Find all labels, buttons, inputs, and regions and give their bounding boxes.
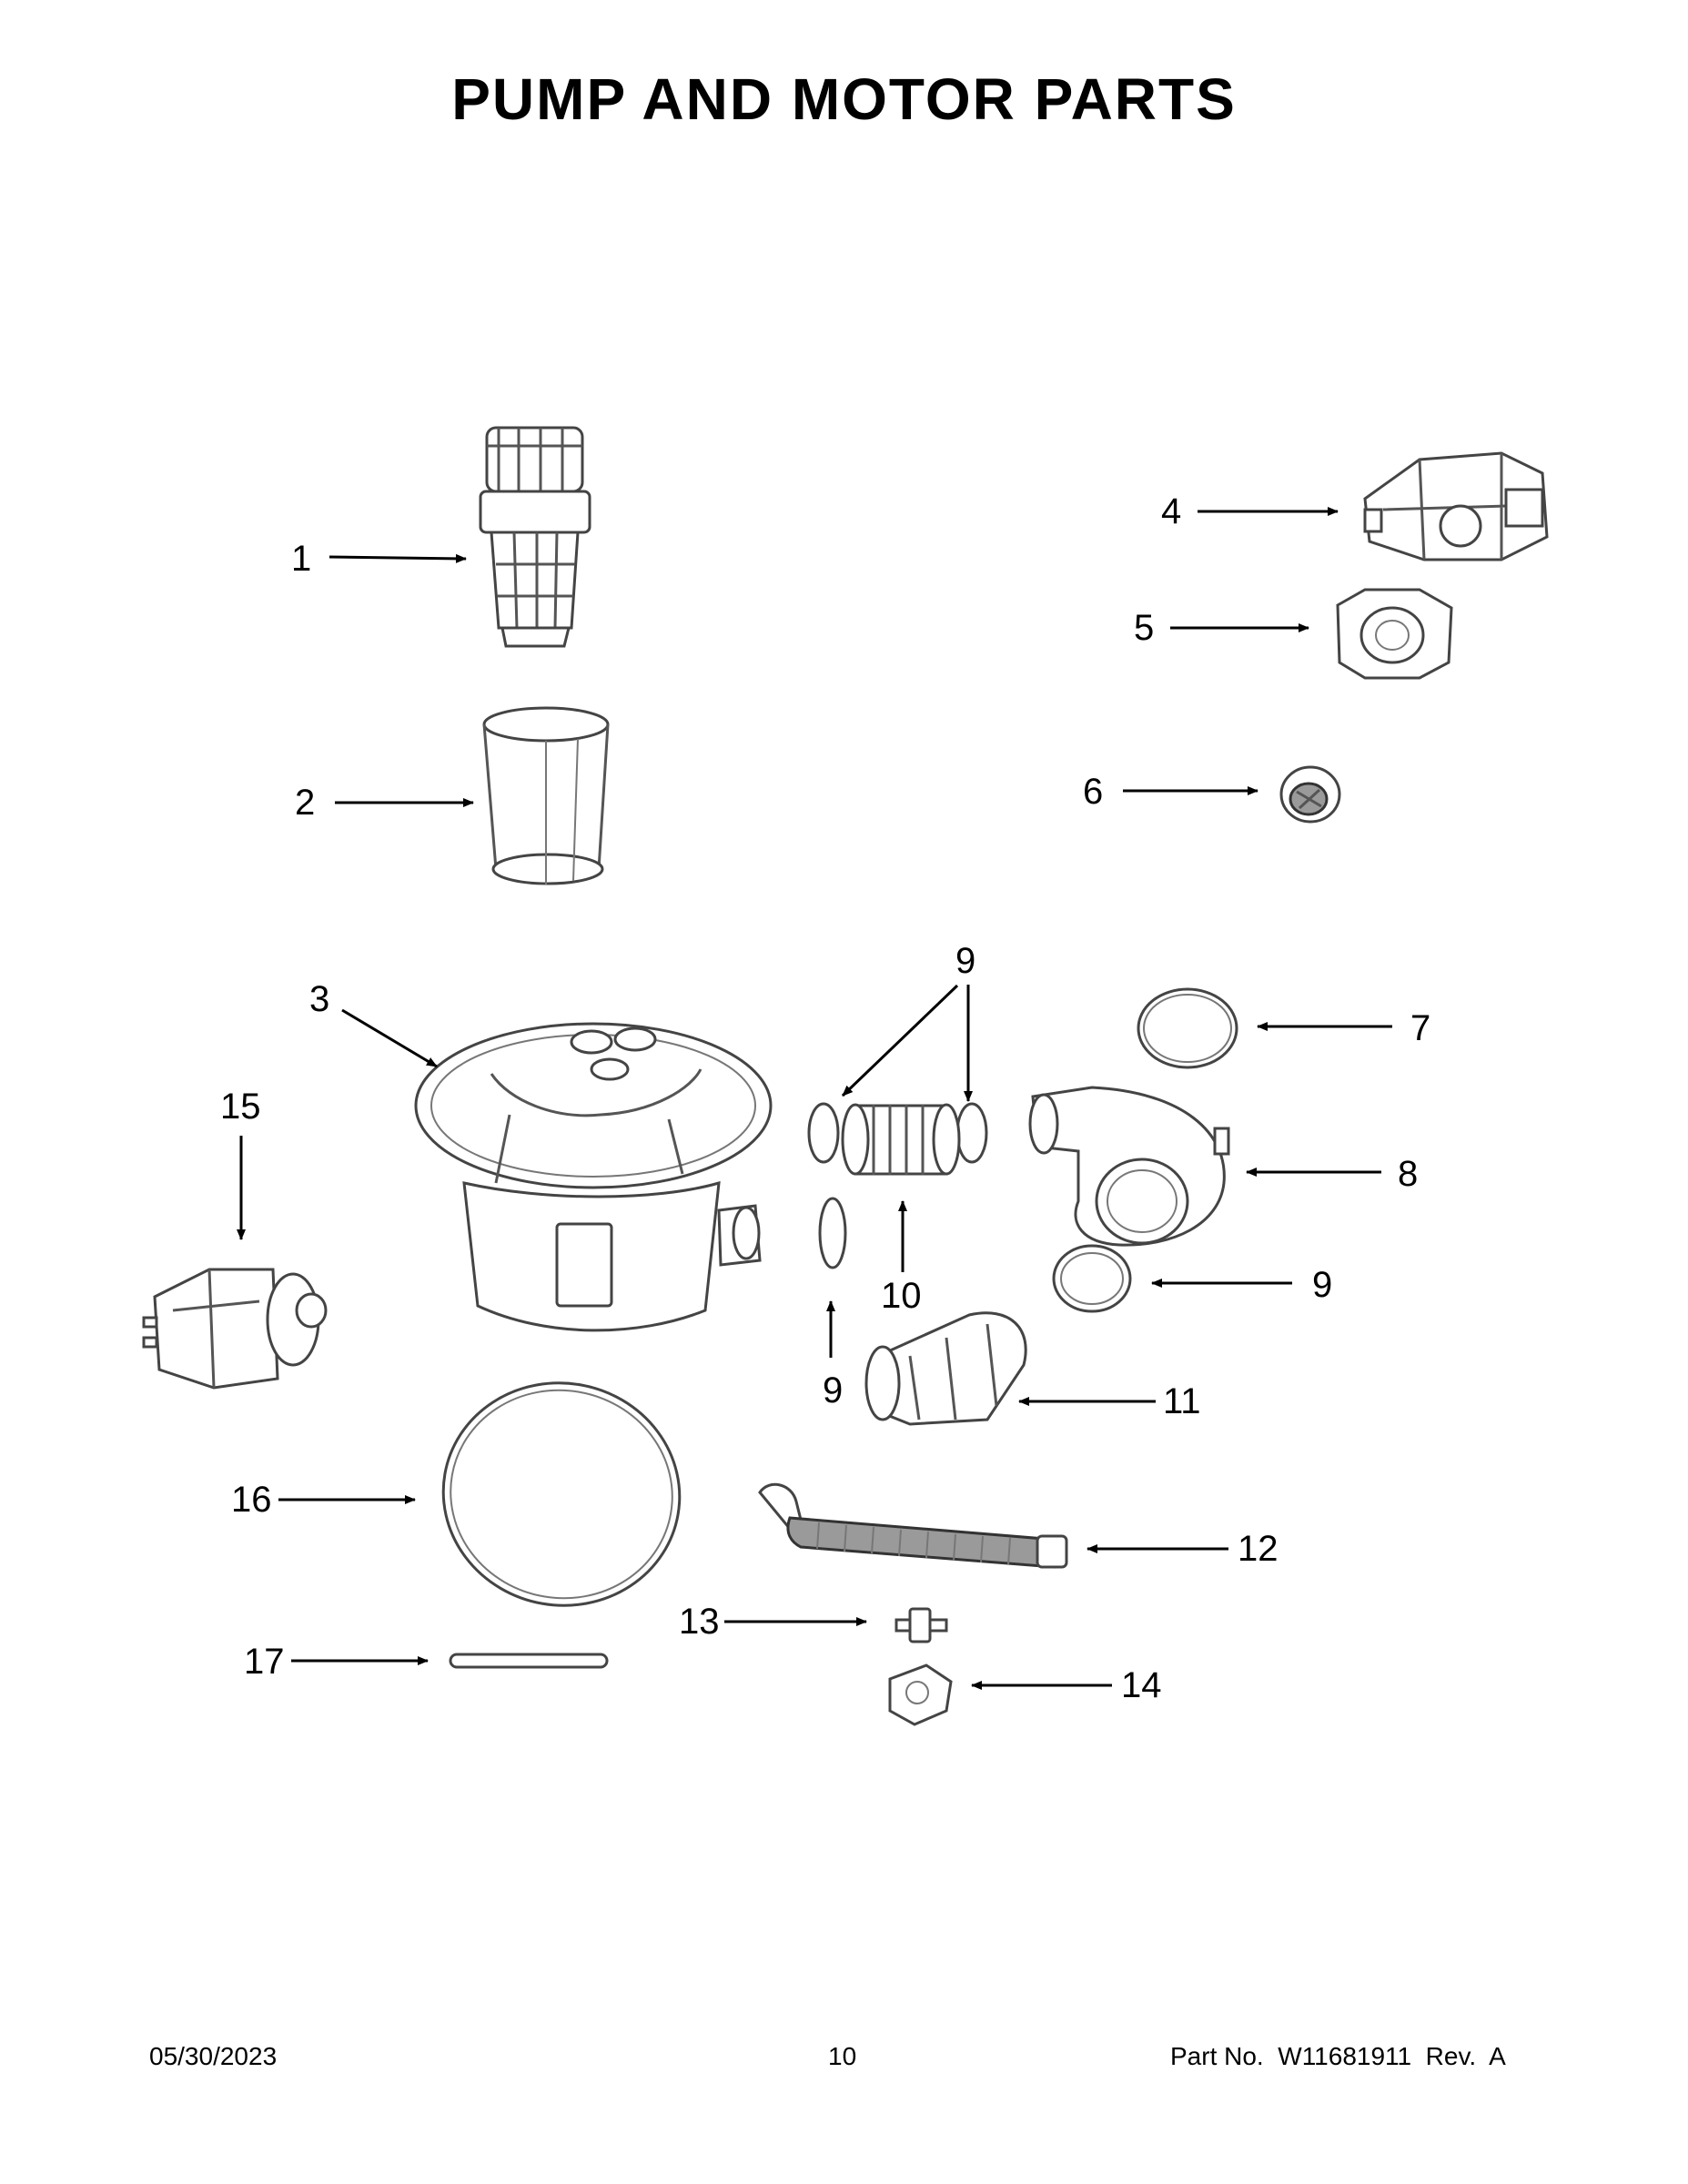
callout-9-right: 9 bbox=[1312, 1265, 1333, 1305]
part-9-clamp-4 bbox=[1052, 1244, 1132, 1313]
part-9-clamp-1 bbox=[807, 1102, 840, 1164]
part-17-tube bbox=[449, 1653, 609, 1669]
leader-arrows bbox=[237, 507, 1392, 1690]
part-9-clamp-2 bbox=[955, 1102, 988, 1164]
callout-11: 11 bbox=[1163, 1381, 1201, 1421]
callout-4: 4 bbox=[1161, 491, 1182, 531]
part-3-sump-housing bbox=[414, 1022, 773, 1332]
callout-9-bottom: 9 bbox=[823, 1370, 844, 1410]
callout-13: 13 bbox=[679, 1602, 720, 1642]
part-8-volute bbox=[1028, 1086, 1230, 1247]
callout-3: 3 bbox=[309, 979, 330, 1019]
footer-page-number: 10 bbox=[828, 2042, 857, 2070]
part-7-gasket bbox=[1137, 987, 1238, 1069]
part-5-pump-housing bbox=[1336, 588, 1453, 680]
part-15-drain-pump bbox=[142, 1268, 328, 1390]
callout-14: 14 bbox=[1121, 1665, 1162, 1705]
callout-17: 17 bbox=[244, 1642, 285, 1682]
callout-15: 15 bbox=[220, 1087, 261, 1127]
part-14-sensor bbox=[888, 1663, 953, 1726]
callout-16: 16 bbox=[231, 1480, 272, 1520]
callout-1: 1 bbox=[291, 539, 312, 579]
callout-7: 7 bbox=[1410, 1008, 1431, 1048]
part-1-filter-assembly bbox=[479, 426, 591, 648]
callout-10: 10 bbox=[881, 1276, 922, 1316]
part-4-motor bbox=[1363, 451, 1549, 561]
callout-12: 12 bbox=[1238, 1529, 1279, 1569]
part-13-fitting bbox=[895, 1607, 948, 1643]
part-2-mesh-screen bbox=[482, 706, 610, 885]
footer-date: 05/30/2023 bbox=[149, 2042, 278, 2070]
callout-9-top: 9 bbox=[955, 941, 976, 981]
part-6-impeller bbox=[1279, 765, 1341, 824]
part-9-clamp-3 bbox=[818, 1197, 847, 1269]
part-16-large-gasket bbox=[441, 1381, 682, 1607]
callout-5: 5 bbox=[1134, 608, 1155, 648]
part-10-bellows bbox=[841, 1103, 961, 1176]
part-12-drain-hose bbox=[758, 1482, 1068, 1569]
page-title: PUMP AND MOTOR PARTS bbox=[451, 66, 1237, 132]
callout-6: 6 bbox=[1083, 772, 1104, 812]
part-11-elbow-hose bbox=[864, 1311, 1027, 1426]
footer-part-number: Part No. W11681911 Rev. A bbox=[1170, 2042, 1506, 2070]
callout-8: 8 bbox=[1398, 1154, 1419, 1194]
callout-2: 2 bbox=[295, 783, 316, 823]
